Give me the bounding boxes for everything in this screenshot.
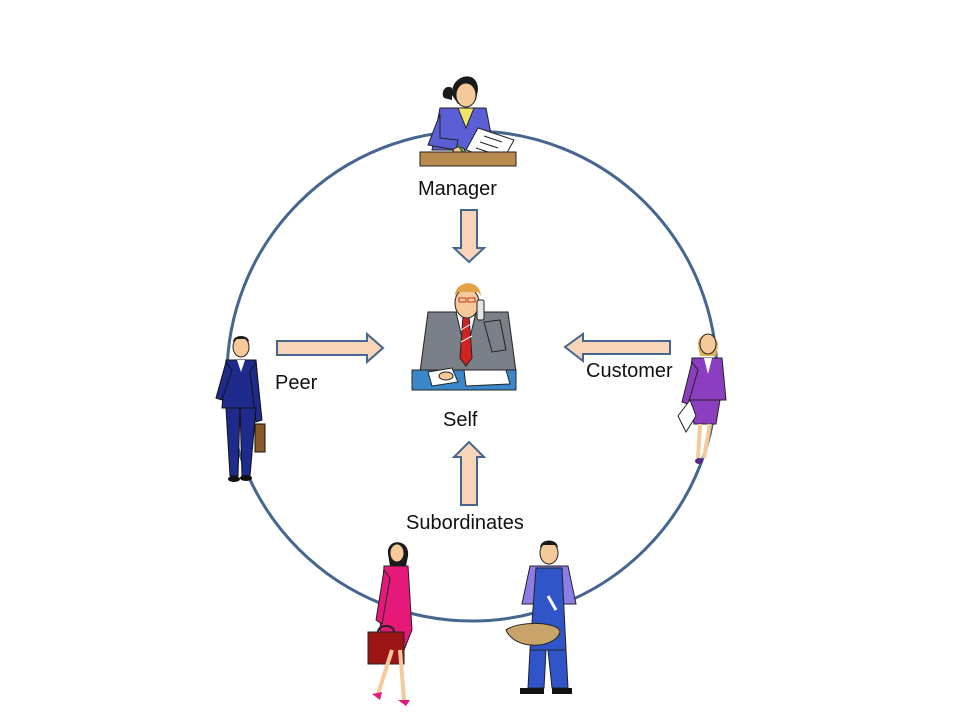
manager-figure — [419, 76, 517, 167]
subordinates-label: Subordinates — [406, 512, 524, 534]
self-figure — [411, 283, 517, 391]
customer-label: Customer — [586, 360, 673, 382]
arrow-customer-to-self — [563, 332, 671, 364]
peer-label: Peer — [275, 372, 318, 394]
arrow-manager-to-self — [451, 209, 487, 264]
arrow-peer-to-self — [276, 331, 385, 365]
customer-figure — [677, 333, 727, 464]
self-label: Self — [443, 409, 478, 431]
manager-label: Manager — [418, 178, 497, 200]
arrow-subordinates-to-self — [451, 440, 487, 506]
subordinate-woman-figure — [367, 542, 413, 706]
subordinate-worker-figure — [505, 540, 577, 694]
peer-figure — [215, 336, 266, 482]
